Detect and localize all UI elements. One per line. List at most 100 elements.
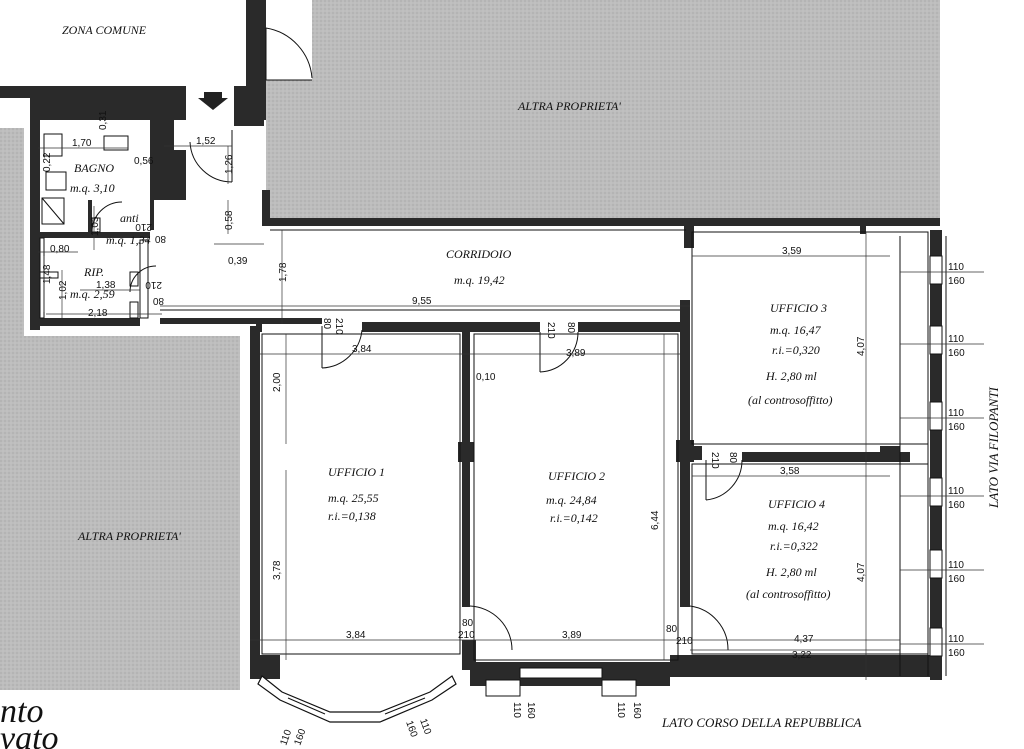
room-ri: r.i.=0,142 [550,511,598,525]
dimension-label: 0,58 [224,210,235,230]
dimension-labels: 1,70 0,31 0,22 0,56 1,52 1,26 0,58 0,39 … [42,110,867,661]
other-property-top-zone [266,0,940,218]
room-ufficio-4: UFFICIO 4 m.q. 16,42 r.i.=0,322 H. 2,80 … [746,497,831,601]
window-height-label: 160 [403,719,419,739]
dimension-label: 3,84 [346,630,366,641]
dimension-label: 3,84 [352,344,372,355]
dimension-label: 3,22 [792,650,812,661]
dimension-label: 80 [154,233,166,244]
room-bagno: BAGNO m.q. 3,10 [70,161,115,195]
dimension-label: 0,80 [50,244,70,255]
dimension-label: 0,56 [134,156,154,167]
window-width-label: 110 [948,486,964,497]
window-height-label: 160 [948,648,965,659]
window-height-label: 160 [948,276,965,287]
room-area: m.q. 1,34 [106,233,151,247]
window-height-label: 160 [948,348,965,359]
bottom-windows [485,667,637,697]
dimension-label: 6,44 [650,510,661,530]
partial-text-1: nto [0,693,43,730]
room-area: m.q. 16,42 [768,519,819,533]
window-width-label: 110 [948,408,964,419]
window-height-label: 160 [525,702,536,719]
room-ufficio-1: UFFICIO 1 m.q. 25,55 r.i.=0,138 [328,465,385,523]
dimension-label: 4,07 [856,562,867,582]
dimension-label: 80 [666,624,678,635]
room-name: CORRIDOIO [446,247,512,261]
room-ri: r.i.=0,138 [328,509,376,523]
dimension-label: 1,05 [90,216,101,236]
window-height-label: 160 [948,574,965,585]
room-area: m.q. 24,84 [546,493,597,507]
dimension-label: 3,89 [566,348,586,359]
room-area: m.q. 2,59 [70,287,115,301]
room-area: m.q. 25,55 [328,491,379,505]
walls [0,0,942,686]
window-height-label: 160 [948,500,965,511]
room-corridoio: CORRIDOIO m.q. 19,42 [446,247,512,287]
dimension-label: 210 [145,279,162,290]
other-property-left-zone [0,128,240,690]
room-ri: r.i.=0,320 [772,343,820,357]
right-window-labels: 110 160 110 160 110 160 110 160 110 160 … [948,262,965,659]
room-name: RIP. [83,265,104,279]
dimension-label: 0,31 [98,110,109,130]
room-name: UFFICIO 3 [770,301,827,315]
dimension-label: 210 [709,452,720,469]
window-width-label: 110 [948,334,964,345]
window-width-label: 110 [948,560,964,571]
dimension-label: 1,38 [96,280,116,291]
dimension-label: 1,78 [278,262,289,282]
partial-text-2: vato [0,720,59,749]
room-height: H. 2,80 ml [765,369,817,383]
room-ufficio-3: UFFICIO 3 m.q. 16,47 r.i.=0,320 H. 2,80 … [748,301,833,407]
dimension-label: 80 [727,452,738,464]
right-windows [929,255,943,657]
dimension-label: 3,59 [782,246,802,257]
dimension-lines [38,145,984,680]
dimension-label: 80 [321,318,332,330]
dimension-label: 3,78 [272,560,283,580]
window-width-label: 110 [615,702,626,718]
dimension-label: 0,39 [228,256,248,267]
dimension-label: 4,37 [794,634,814,645]
dimension-label: 2,18 [88,308,108,319]
room-note: (al controsoffitto) [746,587,831,601]
lato-via-label: LATO VIA FILOPANTI [986,386,1001,509]
other-property-left-label: ALTRA PROPRIETA' [77,529,181,543]
dimension-label: 3,58 [780,466,800,477]
room-rip: RIP. m.q. 2,59 [70,265,115,301]
dimension-label: 80 [462,618,474,629]
dimension-label: 210 [545,322,556,339]
dimension-label: 1,70 [72,138,92,149]
bay-window [257,675,457,723]
room-ufficio-2: UFFICIO 2 m.q. 24,84 r.i.=0,142 [546,469,605,525]
dimension-label: 1,02 [58,280,69,300]
dimension-label: 2,00 [272,372,283,392]
dimension-label: 1,48 [42,264,53,284]
dimension-label: 1,26 [224,154,235,174]
dimension-label: 80 [565,322,576,334]
other-property-top-label: ALTRA PROPRIETA' [517,99,621,113]
window-width-label: 110 [278,728,294,747]
window-width-label: 110 [948,262,964,273]
dimension-label: 210 [135,221,152,232]
dimension-label: 210 [676,636,693,647]
dimension-label: 0,22 [42,152,53,172]
window-width-label: 110 [417,717,433,736]
zona-comune-label: ZONA COMUNE [62,23,147,37]
dimension-label: 9,55 [412,296,432,307]
dimension-label: 3,89 [562,630,582,641]
room-height: H. 2,80 ml [765,565,817,579]
dimension-label: 0,10 [476,372,496,383]
room-name: UFFICIO 2 [548,469,605,483]
window-width-label: 110 [948,634,964,645]
window-height-label: 160 [292,727,308,747]
room-area: m.q. 19,42 [454,273,505,287]
room-name: BAGNO [74,161,114,175]
room-area: m.q. 3,10 [70,181,115,195]
bottom-window-labels: 110 160 110 160 [511,702,642,719]
room-anti: anti m.q. 1,34 [106,211,151,247]
dimension-label: 4,07 [856,336,867,356]
